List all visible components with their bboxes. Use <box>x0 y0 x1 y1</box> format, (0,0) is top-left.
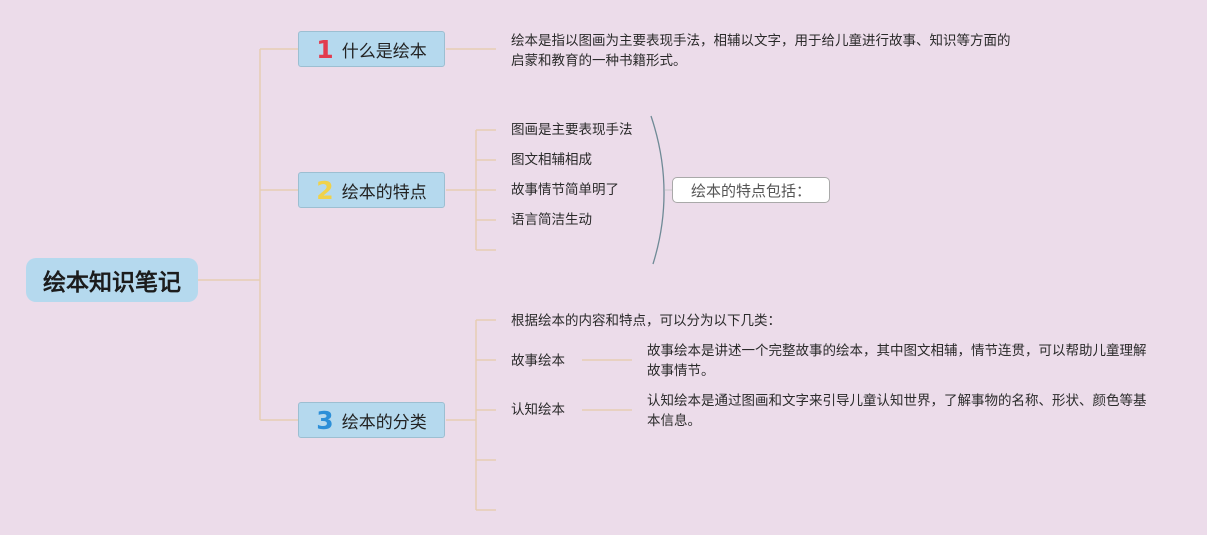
type-desc-cognitive[interactable]: 认知绘本是通过图画和文字来引导儿童认知世界，了解事物的名称、形状、颜色等基本信息… <box>647 393 1147 429</box>
type-name-story[interactable]: 故事绘本 <box>511 353 565 369</box>
branch-node-3[interactable]: 3 绘本的分类 <box>298 402 445 438</box>
type-desc-story[interactable]: 故事绘本是讲述一个完整故事的绘本，其中图文相辅，情节连贯，可以帮助儿童理解故事情… <box>647 343 1147 379</box>
branch-number: 3 <box>316 405 334 435</box>
feature-item[interactable]: 故事情节简单明了 <box>511 182 619 198</box>
summary-bracket <box>650 115 665 265</box>
definition-text[interactable]: 绘本是指以图画为主要表现手法，相辅以文字，用于给儿童进行故事、知识等方面的启蒙和… <box>511 33 1011 69</box>
root-node[interactable]: 绘本知识笔记 <box>26 258 198 302</box>
feature-item[interactable]: 图画是主要表现手法 <box>511 122 633 138</box>
summary-node[interactable]: 绘本的特点包括： <box>672 177 830 203</box>
branch-label: 绘本的特点 <box>341 182 427 203</box>
branch-node-2[interactable]: 2 绘本的特点 <box>298 172 445 208</box>
type-name-cognitive[interactable]: 认知绘本 <box>511 402 565 418</box>
classification-intro[interactable]: 根据绘本的内容和特点，可以分为以下几类： <box>511 313 781 329</box>
branch-label: 绘本的分类 <box>341 412 427 433</box>
branch-number: 1 <box>316 34 334 64</box>
branch-node-1[interactable]: 1 什么是绘本 <box>298 31 445 67</box>
feature-item[interactable]: 语言简洁生动 <box>511 212 592 228</box>
feature-item[interactable]: 图文相辅相成 <box>511 152 592 168</box>
branch-number: 2 <box>316 175 334 205</box>
branch-label: 什么是绘本 <box>341 41 427 62</box>
